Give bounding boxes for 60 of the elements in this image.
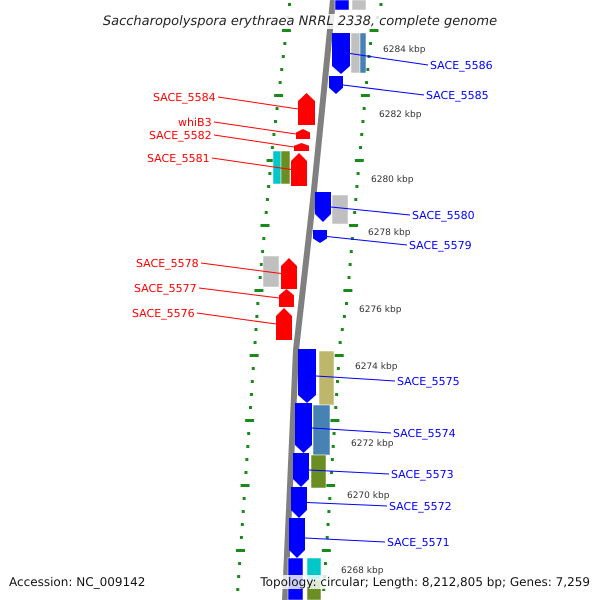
leader-line bbox=[326, 236, 408, 246]
scale-label: 6270 kbp bbox=[347, 491, 390, 501]
leader-line bbox=[212, 158, 292, 170]
gene-label: SACE_5585 bbox=[426, 88, 489, 102]
leader-line bbox=[214, 122, 296, 134]
scale-label: 6272 kbp bbox=[351, 439, 394, 449]
gene-label: SACE_5584 bbox=[153, 90, 216, 104]
leader-line bbox=[306, 502, 388, 506]
genome-info-text: Topology: circular; Length: 8,212,805 bp; Genes: 7,259 bbox=[260, 575, 590, 589]
scale-label: 6278 kbp bbox=[368, 228, 410, 238]
leader-line bbox=[214, 134, 294, 148]
gene-feature bbox=[298, 349, 316, 403]
gene-feature bbox=[296, 129, 310, 139]
leader-line bbox=[316, 376, 396, 382]
leader-line bbox=[312, 428, 392, 434]
gene-label: SACE_5571 bbox=[387, 536, 450, 548]
leader-line bbox=[308, 470, 390, 474]
scale-label: 6284 kbp bbox=[383, 45, 426, 55]
gene-feature bbox=[279, 289, 294, 307]
gene-label: SACE_5577 bbox=[134, 282, 197, 294]
gene-feature bbox=[315, 192, 331, 222]
gene-label: SACE_5575 bbox=[397, 374, 460, 388]
gene-feature bbox=[313, 230, 327, 243]
gene-feature bbox=[293, 453, 309, 487]
gene-label: SACE_5580 bbox=[412, 208, 475, 222]
leader-line bbox=[304, 538, 386, 542]
gene-feature bbox=[298, 93, 315, 125]
scale-label: 6280 kbp bbox=[371, 175, 414, 185]
gene-label: SACE_5572 bbox=[389, 500, 452, 512]
scale-label: 6268 kbp bbox=[341, 566, 384, 576]
scale-label: 6274 kbp bbox=[355, 362, 398, 372]
leader-line bbox=[198, 288, 280, 298]
gene-feature bbox=[332, 33, 350, 74]
leader-line bbox=[196, 312, 276, 324]
scale-label: 6276 kbp bbox=[359, 305, 402, 315]
gene-feature bbox=[329, 76, 343, 94]
gene-label: SACE_5574 bbox=[393, 426, 456, 440]
gene-label: SACE_5586 bbox=[430, 58, 493, 72]
gene-label: SACE_5573 bbox=[391, 468, 454, 480]
gene-label: SACE_5579 bbox=[409, 238, 472, 252]
leader-line bbox=[330, 206, 410, 216]
gene-feature bbox=[291, 153, 307, 186]
accession-text: Accession: NC_009142 bbox=[9, 575, 146, 589]
gene-feature bbox=[291, 487, 307, 518]
leader-line bbox=[200, 262, 282, 274]
leader-line bbox=[350, 53, 428, 66]
gene-feature bbox=[276, 308, 292, 340]
gene-feature bbox=[281, 258, 297, 289]
leader-line bbox=[342, 84, 424, 96]
leader-line bbox=[218, 96, 298, 110]
title: Saccharopolyspora erythraea NRRL 2338, complete genome bbox=[102, 14, 498, 29]
gene-label: SACE_5578 bbox=[136, 256, 199, 270]
gene-label: SACE_5582 bbox=[149, 128, 212, 142]
gene-feature bbox=[289, 518, 305, 558]
gene-label: SACE_5576 bbox=[132, 306, 195, 320]
gene-feature bbox=[294, 143, 309, 151]
gene-label: SACE_5581 bbox=[147, 152, 210, 164]
gene-label: whiB3 bbox=[178, 116, 212, 128]
gene-feature bbox=[295, 403, 312, 453]
scale-label: 6282 kbp bbox=[379, 110, 422, 120]
